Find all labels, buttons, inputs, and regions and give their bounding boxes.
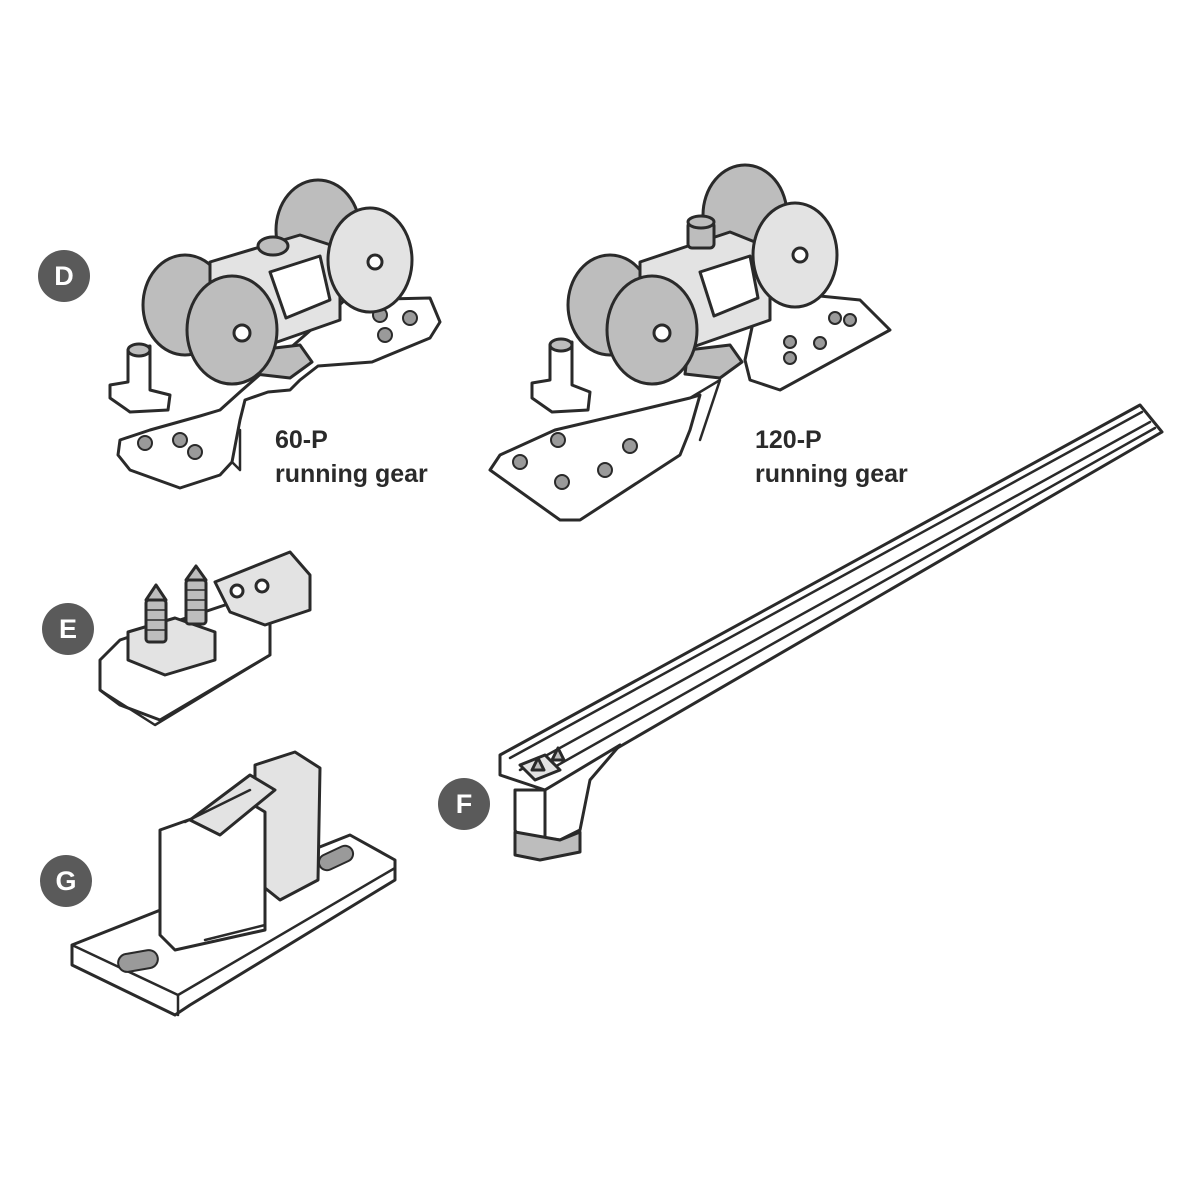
part-label-f: F	[438, 778, 490, 830]
threaded-connector-illustration	[98, 550, 312, 727]
part-label-e: E	[42, 603, 94, 655]
floor-guide-illustration	[70, 750, 397, 1017]
part-label-d: D	[38, 250, 90, 302]
caption-120p: 120-P running gear	[755, 423, 908, 491]
running-gear-60p-illustration	[108, 178, 442, 490]
caption-60p-name: running gear	[275, 460, 428, 488]
part-label-g: G	[40, 855, 92, 907]
caption-120p-name: running gear	[755, 460, 908, 488]
running-gear-120p-illustration	[488, 163, 892, 522]
caption-60p: 60-P running gear	[275, 423, 428, 491]
track-rail-illustration	[498, 403, 1164, 862]
caption-60p-model: 60-P	[275, 426, 328, 454]
caption-120p-model: 120-P	[755, 426, 822, 454]
